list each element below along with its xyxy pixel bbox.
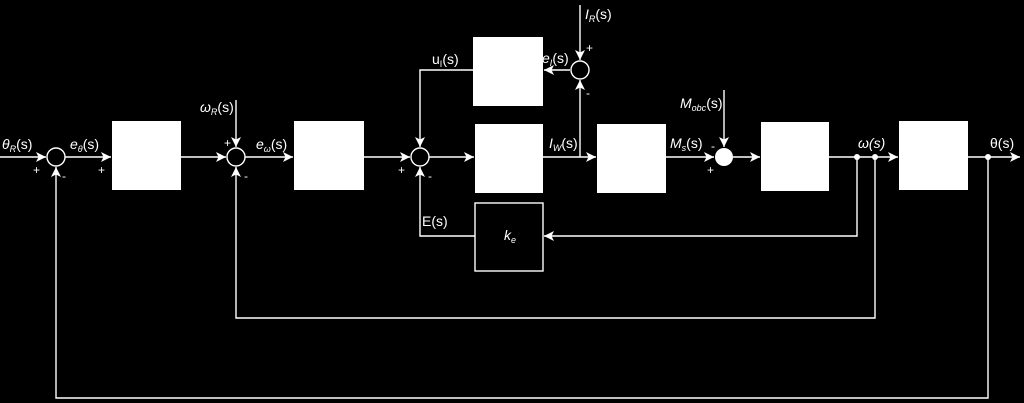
- sign-s5-plus: +: [707, 163, 714, 177]
- arrow-position-feedback: [51, 157, 989, 399]
- label-omega-r: ωR(s): [200, 99, 234, 117]
- label-e-i: eI(s): [542, 50, 569, 68]
- sign-s3-minus: -: [428, 169, 432, 183]
- mechanical-block: [761, 122, 829, 191]
- label-omega: ω(s): [858, 135, 885, 151]
- label-i-w: IW(s): [549, 135, 578, 153]
- label-e-theta: eθ(s): [70, 136, 99, 154]
- summing-junction-position: [46, 147, 66, 167]
- label-ke: ke: [504, 227, 516, 245]
- sign-s4-minus: -: [586, 86, 590, 100]
- ke-block: [474, 202, 544, 272]
- current-controller-block: [473, 37, 543, 106]
- label-i-r: IR(s): [585, 6, 612, 24]
- sign-s2-plus-left: +: [98, 163, 105, 177]
- sign-s2-minus: -: [244, 169, 248, 183]
- label-m-s: Ms(s): [670, 135, 703, 153]
- speed-controller-block: [294, 121, 364, 190]
- label-e-s: E(s): [422, 213, 448, 229]
- arrow-e-s-feedback: [415, 167, 475, 237]
- label-m-obc: Mobc(s): [680, 95, 723, 113]
- converter-block: [475, 124, 543, 193]
- integrator-block: [899, 121, 968, 190]
- sign-s1-minus: -: [62, 169, 66, 183]
- summing-junction-current: [410, 147, 430, 167]
- motor-electrical-block: [597, 124, 666, 193]
- sign-s4-plus: +: [586, 41, 593, 55]
- sign-s1-plus: +: [33, 163, 40, 177]
- sign-s2-plus-top: +: [224, 136, 231, 150]
- summing-junction-current-reference: [570, 60, 590, 80]
- label-theta: θ(s): [990, 135, 1014, 151]
- sign-s5-minus: -: [711, 139, 715, 153]
- arrow-speed-feedback: [231, 157, 876, 319]
- arrow-u-i: [415, 69, 473, 147]
- summing-junction-speed: [226, 147, 246, 167]
- label-u-i: uI(s): [432, 51, 459, 69]
- position-controller-block: [112, 121, 181, 190]
- summing-junction-load: [715, 148, 733, 166]
- label-e-omega: eω(s): [256, 136, 287, 154]
- label-theta-r: θR(s): [2, 136, 32, 154]
- sign-s3-plus: +: [398, 163, 405, 177]
- arrow-omega-to-ke: [544, 157, 858, 241]
